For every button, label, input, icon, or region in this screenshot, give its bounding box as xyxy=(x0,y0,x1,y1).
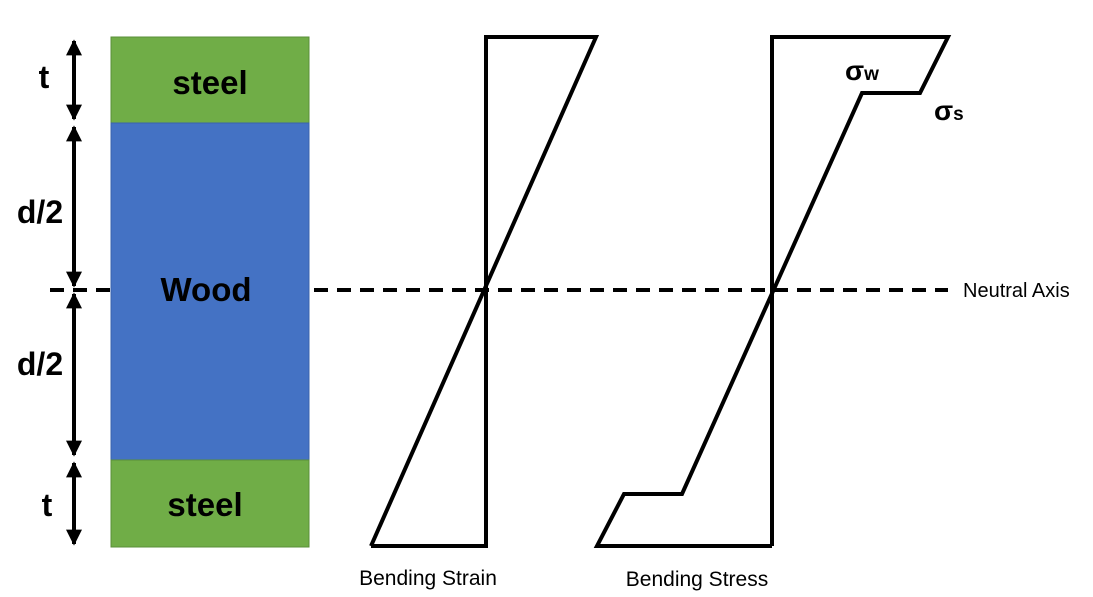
bottom-steel-layer xyxy=(110,459,310,548)
dim-label-top-t: t xyxy=(39,59,50,95)
wood-label: Wood xyxy=(160,271,251,308)
strain-profile xyxy=(369,35,600,548)
sigma-s-subscript: s xyxy=(953,104,964,125)
top-steel-layer xyxy=(110,36,310,124)
neutral-axis-label: Neutral Axis xyxy=(963,280,1070,302)
sigma-s-label: σs xyxy=(934,95,964,126)
sigma-w-symbol: σ xyxy=(845,55,864,86)
cross-section: steel Wood steel xyxy=(110,36,310,548)
stress-caption: Bending Stress xyxy=(626,568,768,591)
bending-strain-diagram: Bending Strain xyxy=(359,35,600,590)
dim-label-lower-d2: d/2 xyxy=(17,346,63,382)
sigma-s-symbol: σ xyxy=(934,95,953,126)
dim-label-bottom-t: t xyxy=(42,487,53,523)
dim-label-upper-d2: d/2 xyxy=(17,194,63,230)
top-steel-label: steel xyxy=(172,64,247,101)
bending-stress-diagram: σw σs Bending Stress xyxy=(593,35,964,591)
stress-profile xyxy=(593,35,952,548)
wood-core xyxy=(110,122,310,461)
sigma-w-subscript: w xyxy=(863,64,879,85)
bottom-steel-label: steel xyxy=(167,486,242,523)
dimension-arrows: t d/2 d/2 t xyxy=(17,39,82,546)
neutral-axis: Neutral Axis xyxy=(50,280,1070,302)
strain-caption: Bending Strain xyxy=(359,567,497,590)
sigma-w-label: σw xyxy=(845,55,879,86)
